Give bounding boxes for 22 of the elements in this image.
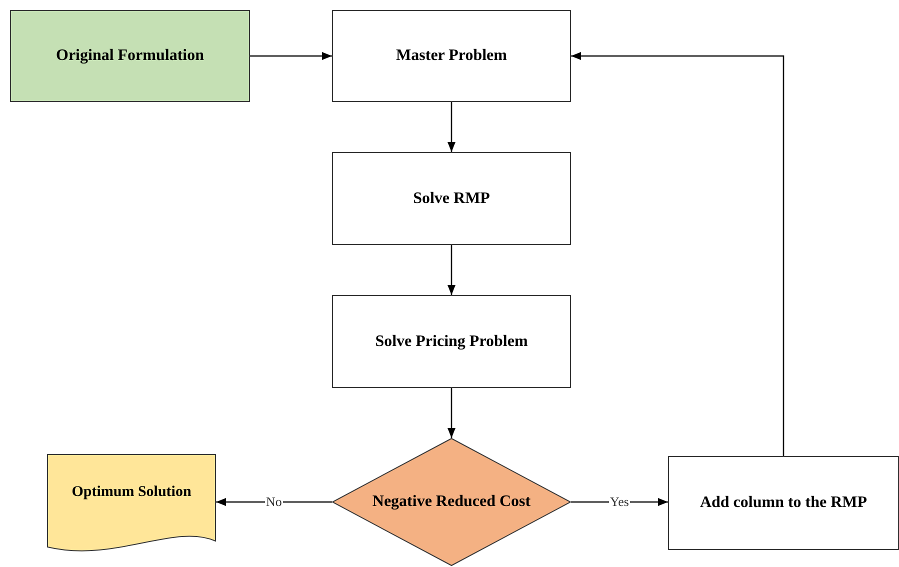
arrow — [571, 52, 784, 456]
node-label: Solve Pricing Problem — [374, 332, 529, 350]
arrow — [448, 102, 456, 152]
node-label: Master Problem — [395, 47, 508, 65]
process-box — [668, 456, 899, 550]
process-box — [332, 10, 571, 102]
node-label: Optimum Solution — [70, 484, 192, 501]
arrow — [448, 245, 456, 295]
arrow — [216, 498, 332, 506]
start-box — [10, 10, 250, 102]
arrow — [250, 52, 332, 60]
arrow — [448, 388, 456, 438]
node-label: Negative Reduced Cost — [371, 493, 532, 511]
node-label: Solve RMP — [412, 190, 491, 208]
decision-diamond — [332, 438, 571, 566]
process-box — [332, 152, 571, 245]
edge-label: Yes — [609, 495, 630, 509]
arrow — [571, 498, 668, 506]
process-box — [332, 295, 571, 388]
edge-label: No — [265, 495, 283, 509]
node-label: Original Formulation — [55, 47, 205, 65]
node-label: Add column to the RMP — [698, 494, 868, 512]
